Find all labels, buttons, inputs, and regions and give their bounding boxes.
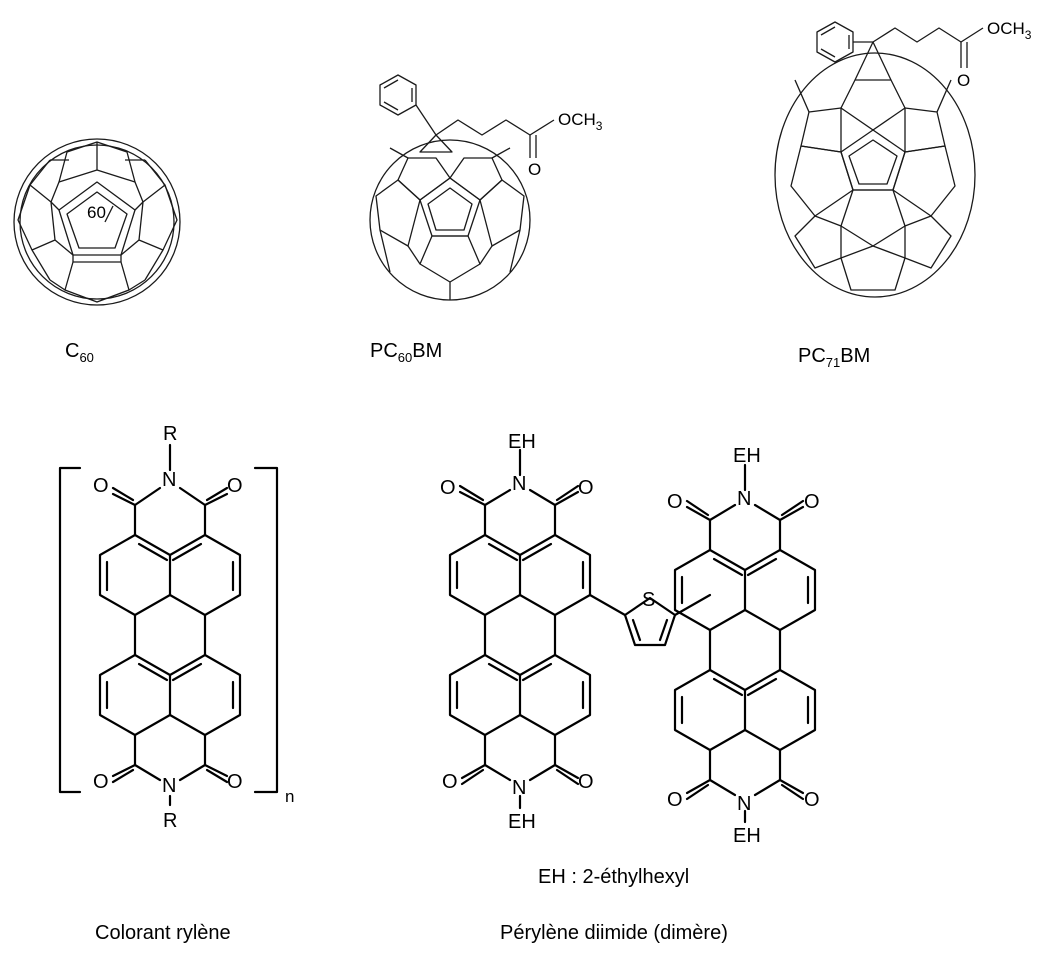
pdi-right-eh-top: EH: [733, 445, 761, 467]
pc71bm-structure: O OCH3: [774, 19, 1032, 298]
pdi-left-o-tl: O: [440, 477, 456, 499]
pc60bm-label: PC60BM: [370, 340, 443, 365]
pc60bm-carbonyl-o: O: [528, 160, 541, 179]
pdi-eh-note: EH : 2-éthylhexyl: [538, 866, 690, 888]
pdi-right-o-bl: O: [667, 789, 683, 811]
rylene-r-top: R: [163, 423, 177, 445]
rylene-n-top: N: [162, 469, 176, 491]
rylene-o-bottom-left: O: [93, 771, 109, 793]
rylene-structure: R N O O N O O n: [58, 423, 294, 807]
pdi-left-eh-top: EH: [508, 431, 536, 453]
bracket-right: [253, 466, 279, 794]
c60-center-label: 60: [87, 203, 106, 222]
c60-structure: 60: [13, 138, 181, 306]
pc60bm-structure: O OCH3: [369, 74, 603, 301]
rylene-caption: Colorant rylène: [95, 922, 231, 944]
pc71bm-label: PC71BM: [798, 345, 871, 370]
pdi-right-o-br: O: [804, 789, 820, 811]
rylene-o-top-right: O: [227, 475, 243, 497]
rylene-n-bottom: N: [162, 775, 176, 797]
pdi-right-n-top: N: [737, 488, 751, 510]
pc71bm-carbonyl-o: O: [957, 71, 970, 90]
pdi-right-n-bottom: N: [737, 793, 751, 815]
pdi-right-o-tl: O: [667, 491, 683, 513]
pdi-caption: Pérylène diimide (dimère): [500, 922, 728, 944]
c60-label: C60: [65, 340, 94, 365]
pdi-left-o-tr: O: [578, 477, 594, 499]
pc71bm-ester-label: OCH3: [987, 19, 1032, 42]
pdi-left-eh-bottom: EH: [508, 811, 536, 833]
rylene-o-bottom-right: O: [227, 771, 243, 793]
pdi-thiophene-s: S: [642, 589, 655, 611]
rylene-o-top-left: O: [93, 475, 109, 497]
rylene-r-bottom-label: R: [163, 810, 178, 832]
pdi-dimer-structure: EH N O O N O O EH S EH N O O N O O EH: [440, 431, 820, 847]
pdi-left-o-bl: O: [442, 771, 458, 793]
pdi-left-o-br: O: [578, 771, 594, 793]
pdi-right-eh-bottom: EH: [733, 825, 761, 847]
pdi-right-o-tr: O: [804, 491, 820, 513]
bracket-left: [58, 466, 82, 794]
pc60bm-ester-label: OCH3: [558, 110, 603, 133]
rylene-repeat-n: n: [285, 787, 294, 806]
pdi-left-n-bottom: N: [512, 777, 526, 799]
pdi-left-n-top: N: [512, 473, 526, 495]
